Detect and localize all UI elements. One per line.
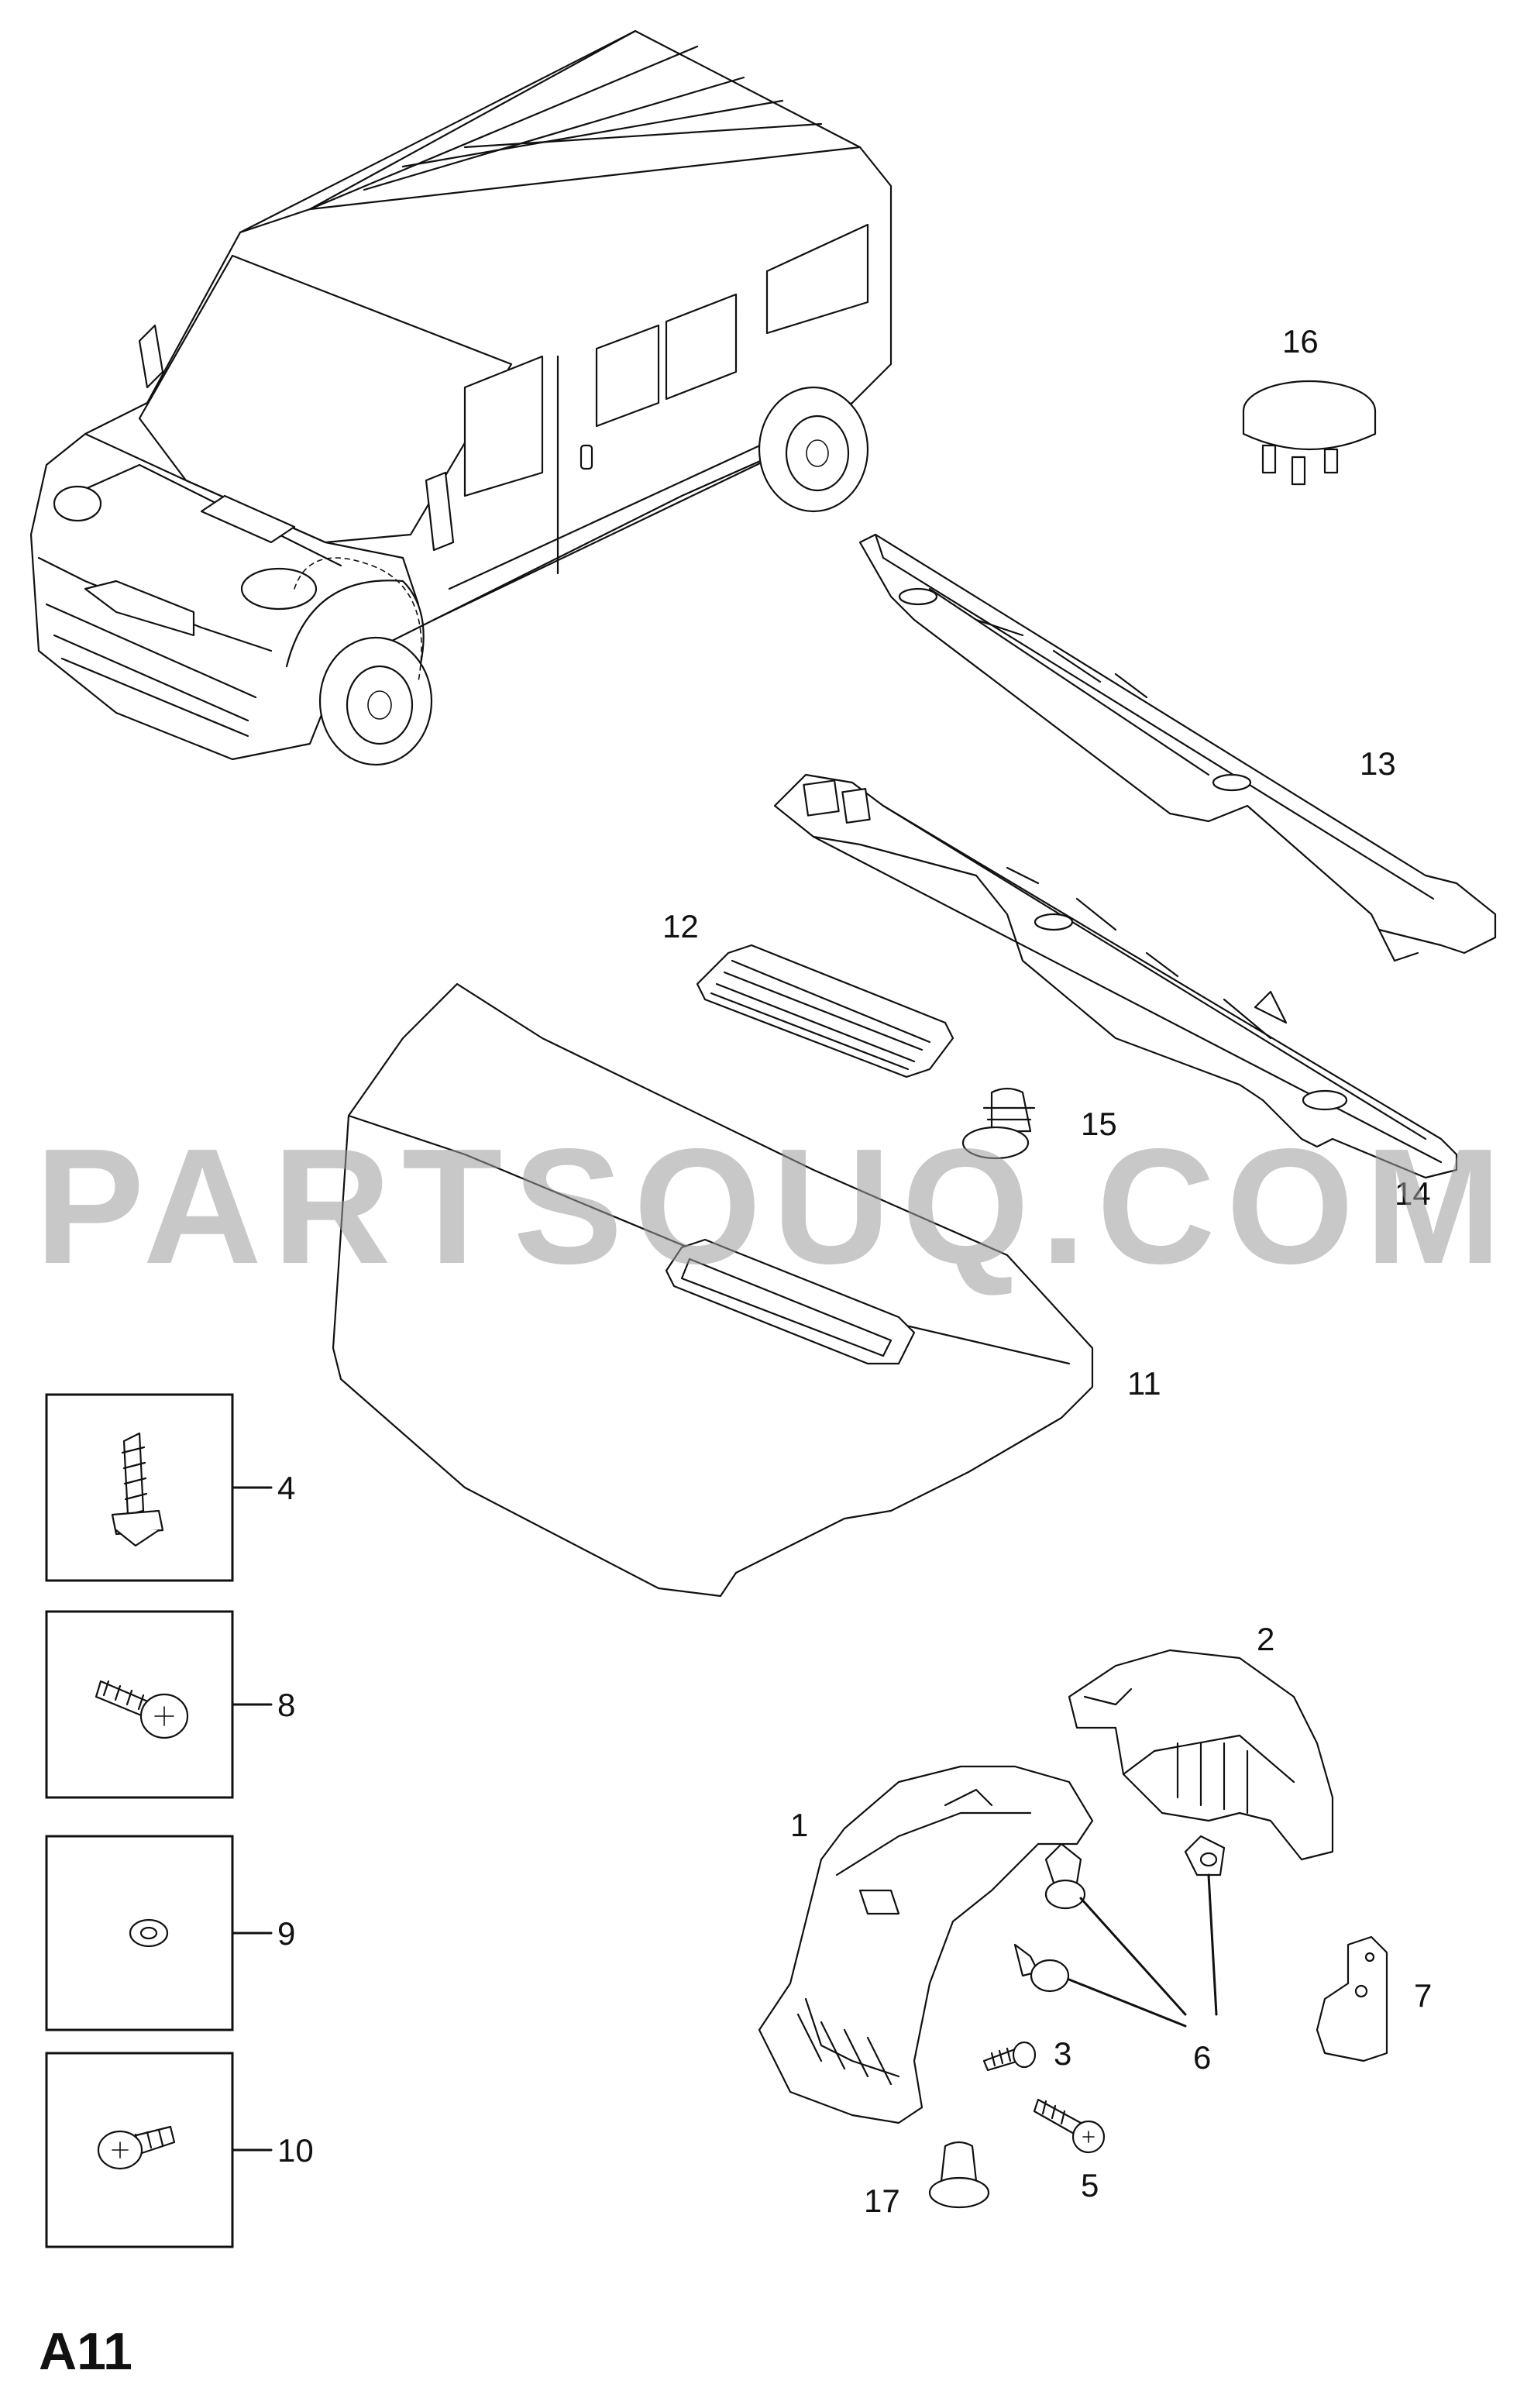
part-15-clip [961,1087,1036,1160]
part-3-screw [982,2041,1037,2072]
fastener-box-4 [45,1393,234,1582]
callout-10: 10 [277,2132,314,2169]
part-14-rail [773,773,1458,1179]
part-12-vent [696,944,954,1078]
part-13-rail [858,533,1497,962]
callout-5: 5 [1081,2167,1099,2203]
callout-4: 4 [277,1470,295,1506]
callout-6: 6 [1193,2039,1211,2076]
callout-3: 3 [1054,2035,1071,2072]
callout-9: 9 [277,1915,295,1952]
part-5-screw [1033,2098,1106,2154]
callout-14: 14 [1395,1175,1431,1212]
callout-15: 15 [1081,1106,1117,1142]
leader-lines [231,1486,1218,2152]
callout-11: 11 [1127,1365,1161,1402]
watermark: PARTSOUQ.COM [35,1114,1512,1298]
part-1-liner [758,1765,1094,2124]
page-code: A11 [39,2322,132,2381]
callout-17: 17 [864,2183,900,2219]
part-11-hood [332,982,1094,1598]
part-16-cap [1242,380,1377,486]
part-6-clips [1013,1835,1226,1993]
callout-12: 12 [662,908,699,944]
callout-1: 1 [790,1807,808,1843]
callout-8: 8 [277,1687,295,1723]
callout-16: 16 [1282,323,1319,359]
callout-13: 13 [1360,745,1396,782]
part-7-bracket [1316,1935,1388,2062]
van-illustration [29,29,893,766]
fastener-box-10 [45,2052,234,2248]
fastener-box-8 [45,1610,234,1799]
callout-labels: 16 13 12 15 14 11 4 2 8 1 9 7 3 6 10 5 1… [277,323,1432,2219]
fastener-box-9 [45,1835,234,2031]
part-17-clip [928,2141,990,2209]
part-2-liner [1068,1649,1334,1861]
callout-2: 2 [1257,1621,1274,1657]
callout-7: 7 [1414,1977,1432,2014]
